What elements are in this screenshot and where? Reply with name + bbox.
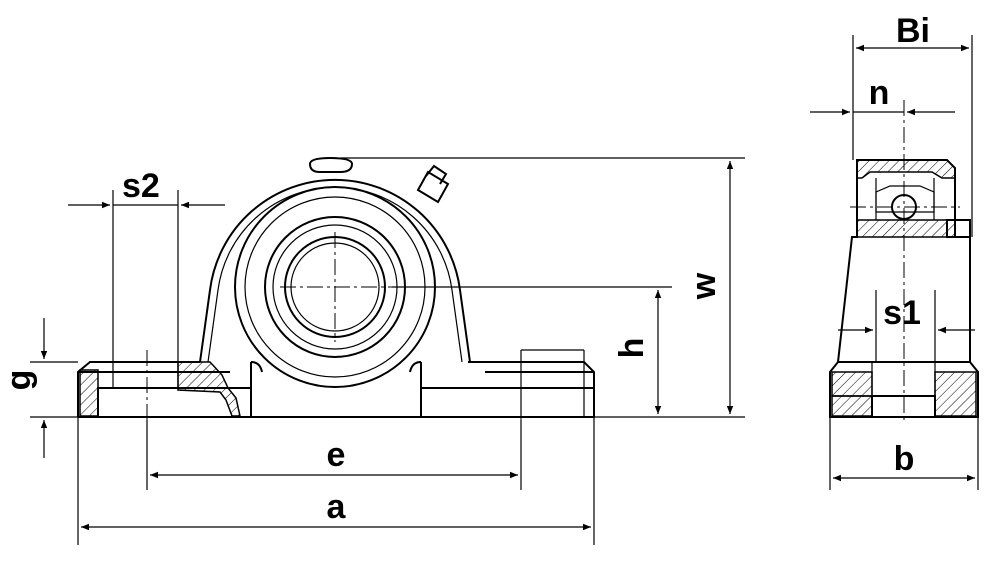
side-section-ring: [856, 219, 956, 238]
extension-lines: [30, 35, 979, 545]
label-s2: s2: [122, 167, 160, 205]
front-view: [77, 156, 595, 420]
label-w: w: [685, 272, 723, 300]
grease-nipple: [416, 164, 450, 204]
label-s1: s1: [883, 294, 921, 332]
section-hatch-left: [79, 369, 99, 417]
label-a: a: [327, 488, 347, 526]
side-section-base: [831, 371, 873, 397]
label-n: n: [869, 74, 890, 112]
dimension-lines: [40, 44, 975, 531]
base-plate: [77, 349, 595, 418]
section-hatch-broken: [177, 361, 241, 417]
label-g: g: [0, 370, 38, 391]
label-h: h: [613, 338, 651, 359]
side-view: [829, 100, 979, 420]
label-b: b: [894, 440, 915, 478]
label-e: e: [327, 436, 346, 474]
label-bi: Bi: [896, 12, 930, 50]
side-section-top: [856, 159, 956, 179]
